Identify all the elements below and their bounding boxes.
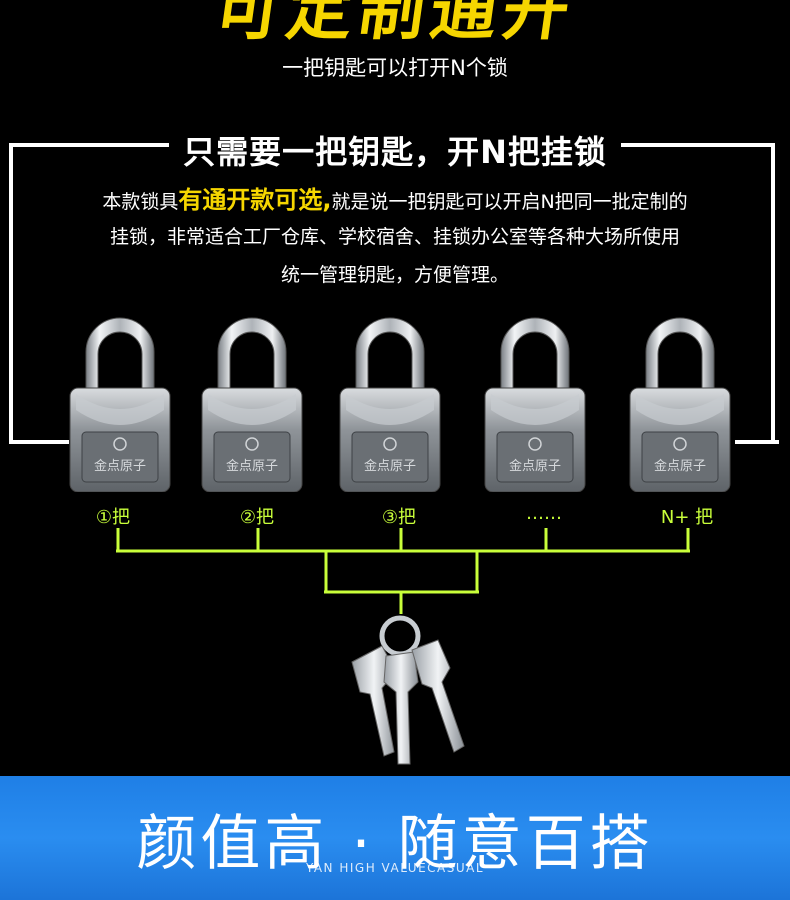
feature-line-1-prefix: 本款锁具 [102,191,179,213]
feature-line-1: 本款锁具有通开款可选,就是说一把钥匙可以开启N把同一批定制的 [30,180,760,215]
page-subtitle: 一把钥匙可以打开N个锁 [282,56,508,80]
feature-highlight: 有通开款可选, [178,186,332,214]
lock-label-4: …… [526,503,562,524]
feature-line-2: 挂锁，非常适合工厂仓库、学校宿舍、挂锁办公室等各种大场所使用 [109,226,680,248]
lock-label-1: ①把 [95,507,131,528]
feature-line-3: 统一管理钥匙，方便管理。 [280,264,509,286]
feature-line-1-suffix: 就是说一把钥匙可以开启N把同一批定制的 [331,191,688,213]
feature-heading: 只需要一把钥匙，开N把挂锁 [169,133,621,171]
banner-title: 颜值高 · 随意百搭 [136,809,654,879]
lock-label-5: N+ 把 [660,507,714,528]
lock-label-2: ②把 [239,507,275,528]
banner-subtitle: YAN HIGH VALUECASUAL [305,861,485,875]
frame-edge-right [735,440,779,444]
bottom-banner [0,776,790,900]
frame-edge-left [9,440,69,444]
feature-heading-wrap: 只需要一把钥匙，开N把挂锁 [0,127,790,173]
keys-image [351,615,465,765]
lock-label-3: ③把 [381,507,417,528]
